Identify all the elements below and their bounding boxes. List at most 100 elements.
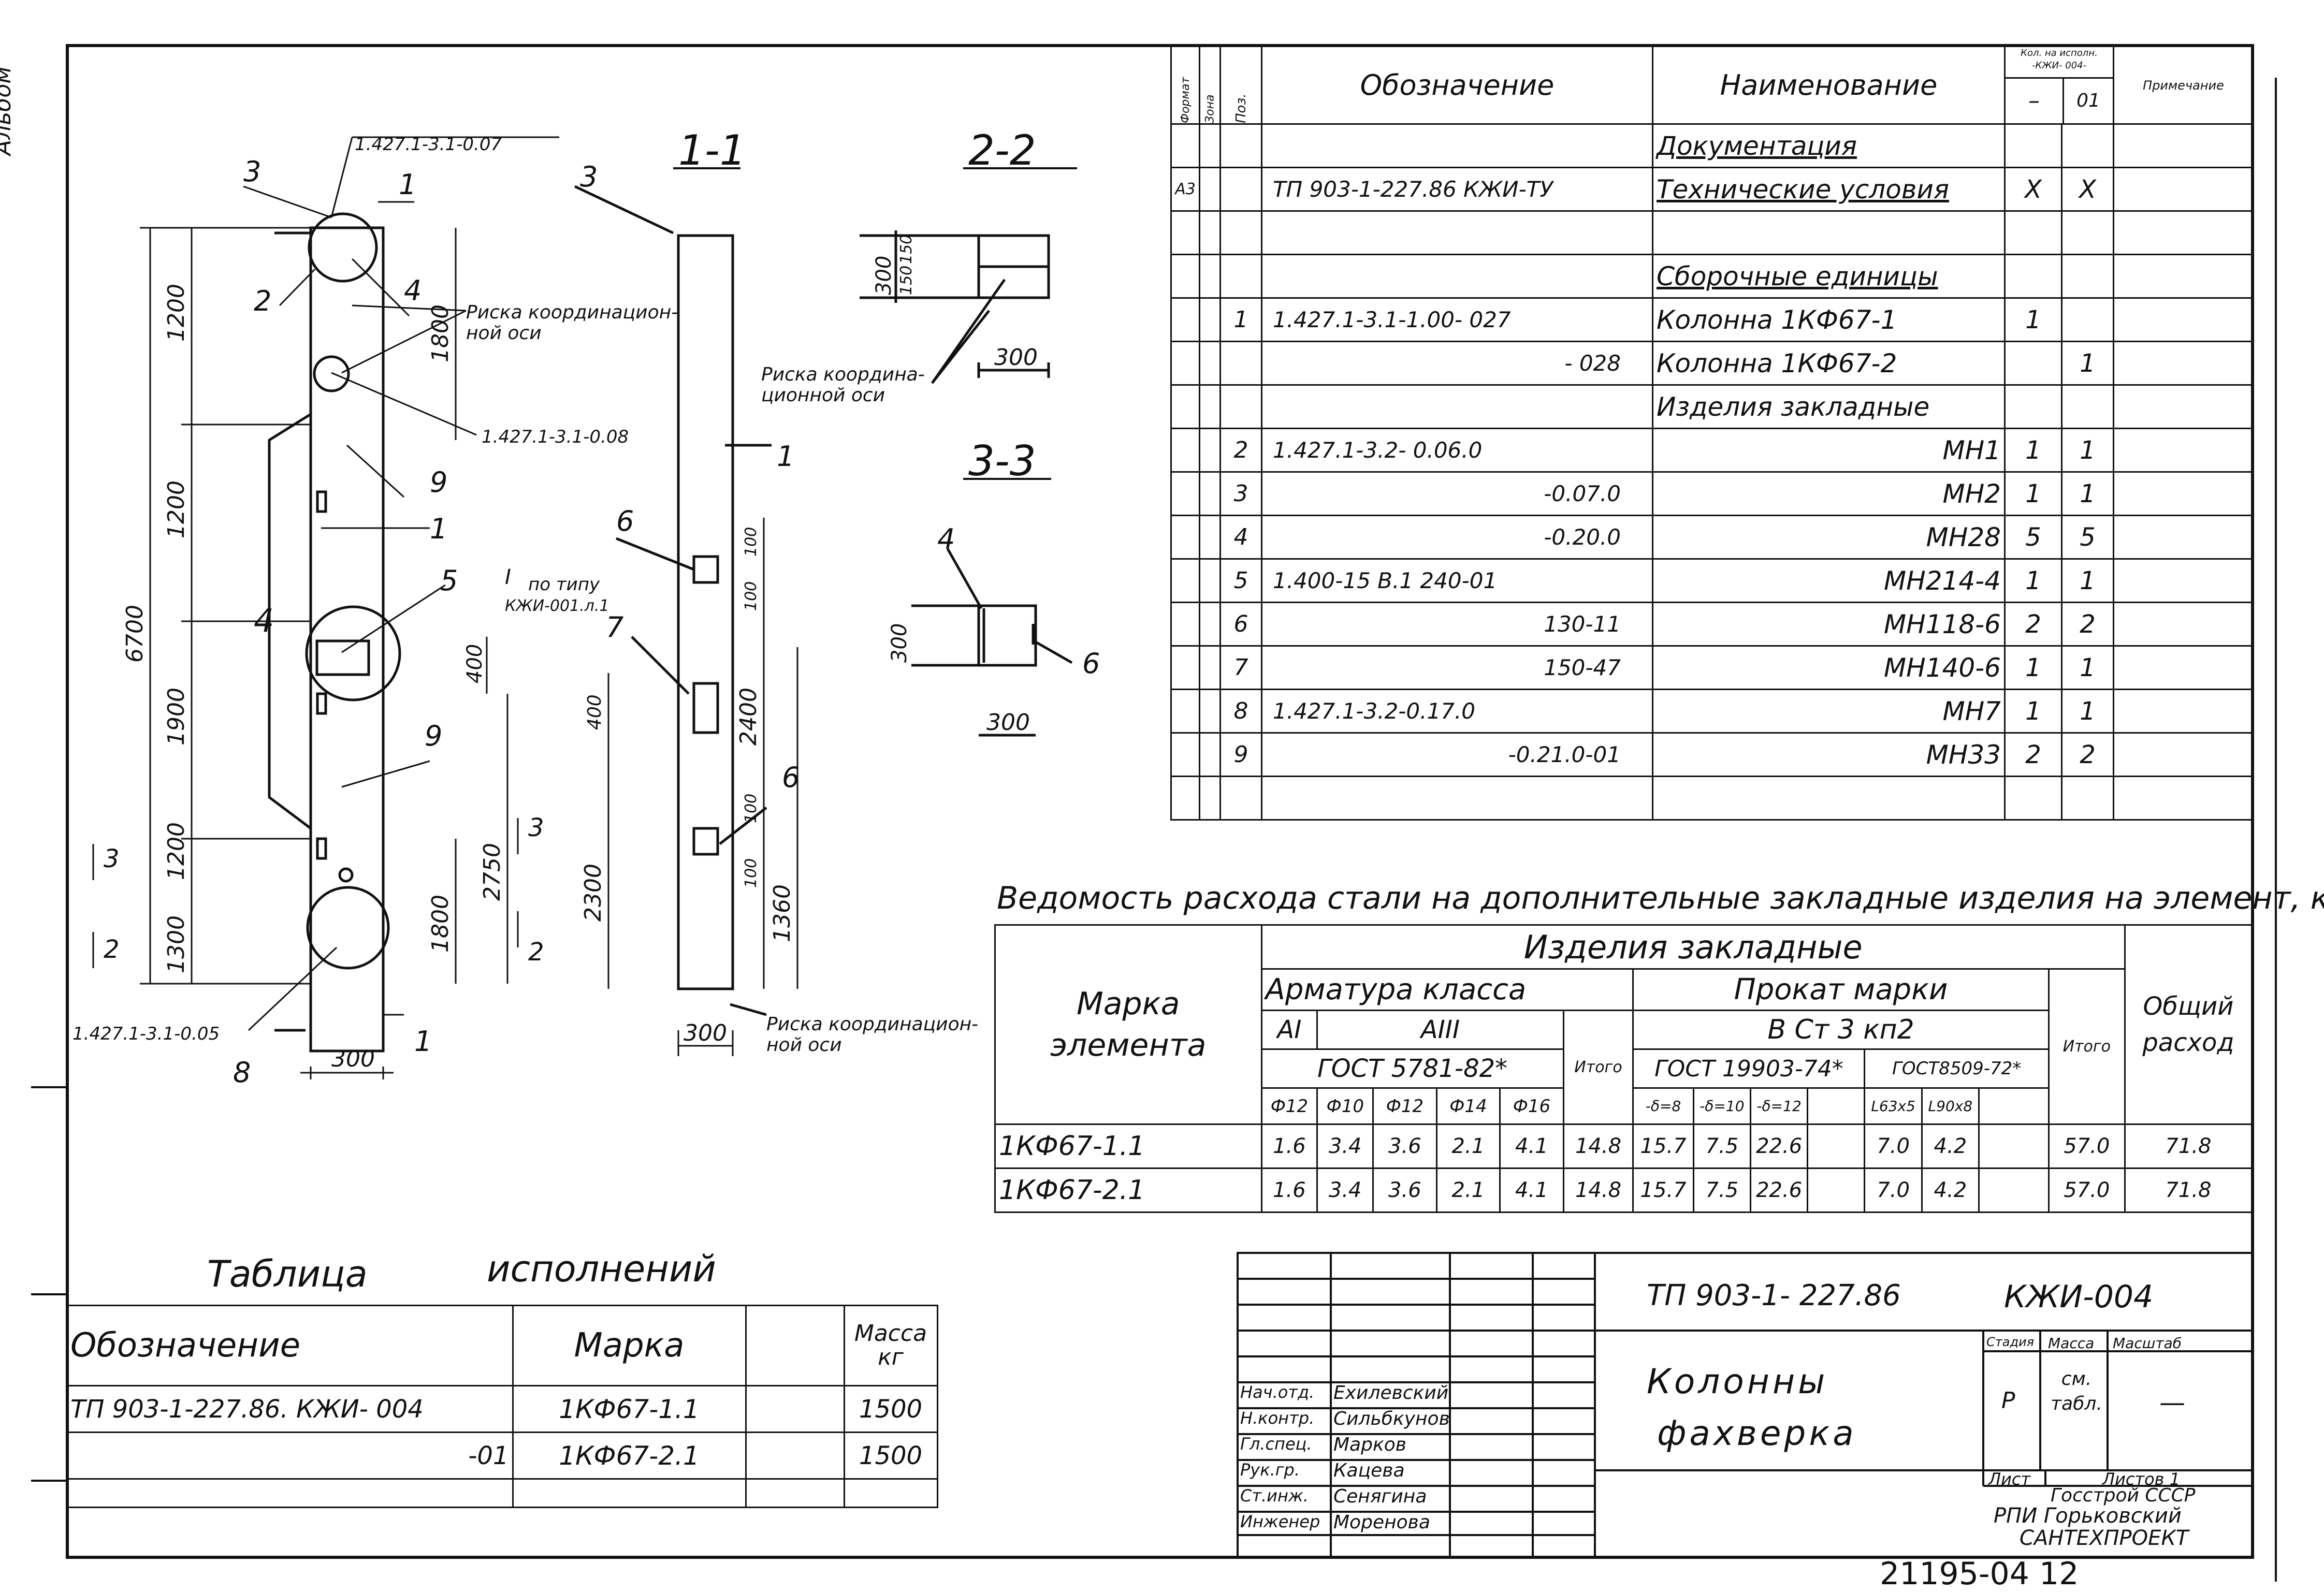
svg-text:3: 3 — [528, 813, 544, 842]
spec-cell-pos: 1 — [1219, 297, 1262, 342]
svg-text:1: 1 — [414, 1025, 432, 1058]
spec-cell-name: МН118-6 — [1652, 602, 2006, 647]
total-header: Итого — [1562, 1010, 1634, 1125]
spec-cell-b: 1 — [2061, 645, 2114, 690]
spec-cell-format — [1170, 123, 1200, 168]
steel-value: 3.4 — [1316, 1123, 1374, 1169]
scale: — — [2159, 1387, 2185, 1418]
variant-mass: 1500 — [843, 1432, 938, 1480]
steel-value — [1978, 1123, 2050, 1169]
steel-value — [1807, 1123, 1866, 1169]
spec-cell-designation: -0.07.0 — [1261, 471, 1653, 516]
spec-cell-designation: 130-11 — [1261, 602, 1653, 647]
stamp-person-name: Кацева — [1333, 1460, 1405, 1481]
spec-cell-name: МН28 — [1652, 515, 2006, 560]
stamp-title-1: Колонны — [1647, 1362, 1828, 1401]
svg-text:100: 100 — [742, 581, 760, 611]
spec-cell-name: Изделия закладные — [1652, 384, 2006, 429]
variant-designation: ТП 903-1-227.86. КЖИ- 004 — [67, 1385, 514, 1433]
spec-cell-pos: 6 — [1219, 602, 1262, 647]
embedded-header: Изделия закладные — [1260, 924, 2126, 970]
svg-text:5: 5 — [440, 564, 458, 597]
svg-text:1200: 1200 — [163, 284, 190, 342]
spec-cell-b: 1 — [2061, 689, 2114, 734]
col-designation: Обозначение — [1261, 46, 1653, 125]
steel-subcol: Ф16 — [1499, 1087, 1564, 1125]
spec-row — [1170, 210, 2254, 255]
steel-subcol: L90x8 — [1921, 1087, 1980, 1125]
svg-text:1: 1 — [777, 440, 794, 473]
variants-h-mass: Масса кг — [843, 1305, 938, 1386]
spec-cell-designation: -0.21.0-01 — [1261, 732, 1653, 777]
spec-cell-format — [1170, 428, 1200, 473]
svg-text:1: 1 — [430, 513, 447, 545]
stamp-person-name: Сильбкунов — [1333, 1408, 1450, 1429]
svg-text:3: 3 — [243, 155, 261, 188]
type-ref: КЖИ-001.л.1 — [505, 597, 609, 615]
spec-cell-b — [2061, 297, 2114, 342]
risk-label-3: Риска координацион- — [766, 1014, 978, 1035]
steel-mark: 1КФ67-1.1 — [994, 1123, 1262, 1169]
steel-value: 71.8 — [2124, 1123, 2253, 1169]
spec-cell-designation — [1261, 210, 1653, 255]
spec-cell-pos: 9 — [1219, 732, 1262, 777]
risk-label-1: Риска координацион- — [466, 302, 678, 323]
spec-cell-b: X — [2061, 167, 2114, 212]
spec-cell-a: 2 — [2004, 602, 2062, 647]
steel-value: 3.4 — [1316, 1167, 1374, 1213]
spec-cell-b: 5 — [2061, 515, 2114, 560]
ref-bot: 1.427.1-3.1-0.05 — [72, 1024, 220, 1044]
armature-header: Арматура класса — [1260, 968, 1634, 1011]
steel-value — [1978, 1167, 2050, 1213]
spec-cell-a: 1 — [2004, 471, 2062, 516]
spec-cell-pos: 4 — [1219, 515, 1262, 560]
stamp-person-name: Моренова — [1333, 1512, 1430, 1533]
svg-text:400: 400 — [463, 644, 487, 683]
spec-cell-format — [1170, 645, 1200, 690]
steel-subcol: -δ=8 — [1632, 1087, 1694, 1125]
svg-text:7: 7 — [606, 611, 623, 644]
spec-cell-designation: 1.427.1-3.2-0.17.0 — [1261, 689, 1653, 734]
spec-cell-a — [2004, 123, 2062, 168]
spec-cell-name: МН214-4 — [1652, 558, 2006, 603]
stamp-role: Инженер — [1240, 1512, 1320, 1531]
spec-cell-pos — [1219, 167, 1262, 212]
steel-mark: 1КФ67-2.1 — [994, 1167, 1262, 1213]
svg-text:1800: 1800 — [427, 895, 454, 953]
section-1-1 — [574, 185, 772, 1016]
spec-cell-pos: 3 — [1219, 471, 1262, 516]
steel-value — [1807, 1167, 1866, 1213]
spec-cell-pos — [1219, 776, 1262, 821]
svg-text:1200: 1200 — [163, 822, 190, 880]
svg-text:4: 4 — [937, 523, 955, 556]
steel-value: 4.2 — [1921, 1123, 1980, 1169]
steel-subcol: -δ=12 — [1749, 1087, 1809, 1125]
variant-mark: 1КФ67-2.1 — [512, 1432, 747, 1480]
stamp-role: Гл.спец. — [1240, 1434, 1312, 1454]
spec-cell-pos — [1219, 210, 1262, 255]
stamp-role: Рук.гр. — [1240, 1460, 1300, 1480]
col-format: Формат — [1171, 46, 1200, 124]
spec-cell-format — [1170, 341, 1200, 386]
stamp-title-2: фахверка — [1657, 1413, 1857, 1453]
variant-mass: 1500 — [843, 1385, 938, 1433]
spec-cell-name: МН33 — [1652, 732, 2006, 777]
spec-cell-pos — [1219, 341, 1262, 386]
steel-subcol: Ф14 — [1435, 1087, 1501, 1125]
stage-h: Стадия — [1986, 1335, 2035, 1349]
spec-cell-pos — [1219, 123, 1262, 168]
spec-cell-designation: 150-47 — [1261, 645, 1653, 690]
steel-value: 22.6 — [1749, 1123, 1809, 1169]
svg-text:6: 6 — [1082, 647, 1100, 680]
spec-cell-name: МН7 — [1652, 689, 2006, 734]
steel-value: 2.1 — [1435, 1167, 1501, 1213]
steel-subcol: Ф10 — [1316, 1087, 1374, 1125]
steel-table: Марка элемента Изделия закладные Общий р… — [994, 924, 2253, 1213]
